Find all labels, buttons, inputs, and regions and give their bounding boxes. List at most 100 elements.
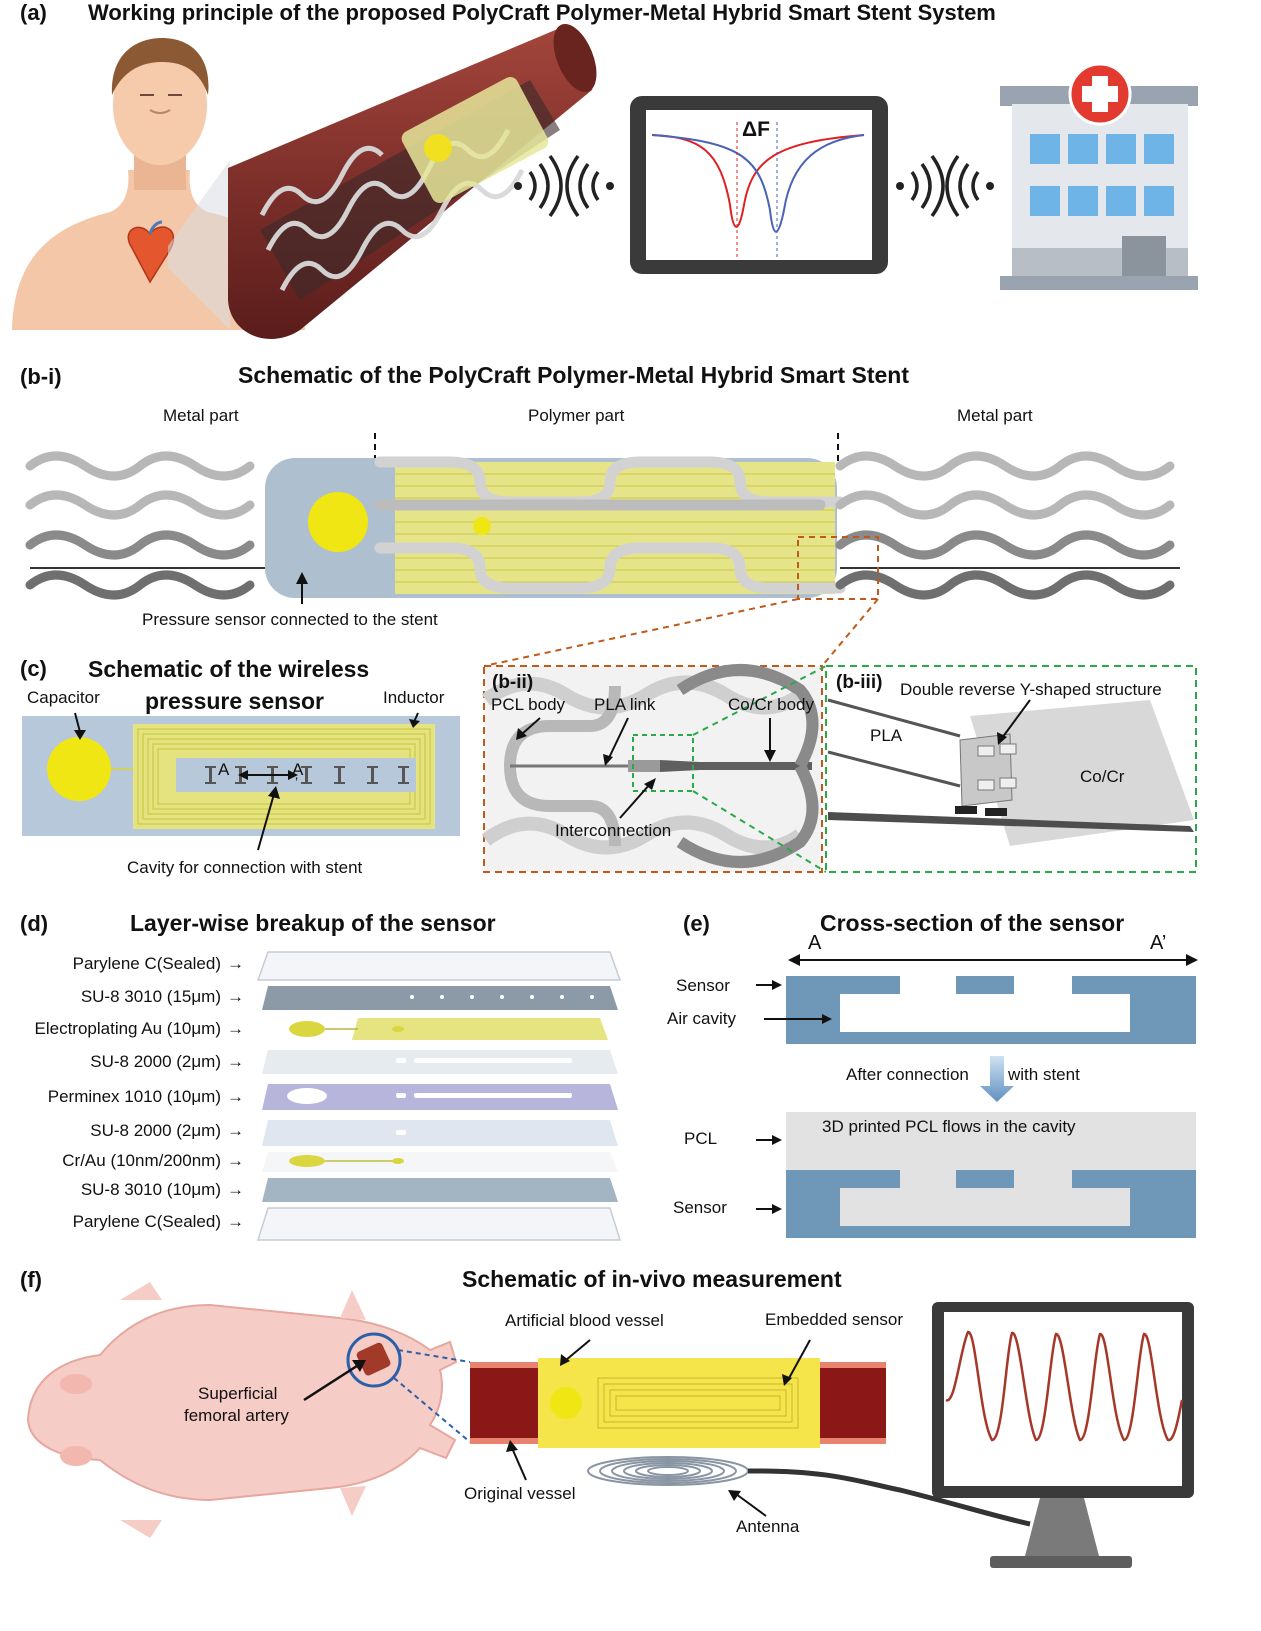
stent-metal-right	[835, 451, 1175, 600]
layer-label-7: Cr/Au (10nm/200nm)	[62, 1151, 221, 1170]
delta-f-label: ΔF	[742, 118, 770, 141]
layer-label-6: SU-8 2000 (2μm)	[90, 1121, 221, 1140]
after-connection-label: After connection	[846, 1065, 969, 1084]
panel-biii-tag: (b-iii)	[836, 672, 883, 693]
section-a-label: A	[218, 760, 230, 779]
panel-c-tag: (c)	[20, 656, 47, 681]
inductor-label: Inductor	[383, 688, 445, 707]
biii-closeup	[827, 698, 1194, 846]
blood-vessel-with-stent	[228, 23, 597, 339]
layer-arrow-5: →	[227, 1087, 244, 1106]
cocr-body-label: Co/Cr body	[728, 695, 814, 714]
metal-part-left-label: Metal part	[163, 406, 239, 425]
layer-arrow-1: →	[227, 954, 244, 973]
biii-arrow	[1001, 699, 1031, 739]
resonance-curves	[651, 122, 865, 258]
zoom-box-bii	[797, 536, 879, 600]
section-a-left: A	[808, 932, 822, 954]
panel-e-tag: (e)	[683, 911, 710, 936]
antenna-label: Antenna	[736, 1517, 800, 1536]
layer-arrow-9: →	[227, 1212, 244, 1231]
wireless-signal-icon-left	[514, 154, 614, 218]
layer-label-4: SU-8 2000 (2μm)	[90, 1052, 221, 1071]
coil-antenna	[587, 1456, 749, 1486]
layer-arrow-8: →	[227, 1180, 244, 1199]
stent-metal-left	[25, 451, 255, 600]
layer-arrow-6: →	[227, 1121, 244, 1140]
sensor-bottom-label: Sensor	[673, 1198, 727, 1217]
panel-f-title: Schematic of in-vivo measurement	[462, 1266, 842, 1292]
double-y-structure-label: Double reverse Y-shaped structure	[900, 680, 1162, 699]
zoom-beam	[168, 160, 230, 330]
stent-polymer-struts	[374, 456, 846, 594]
artery-label-line2: femoral artery	[184, 1406, 289, 1425]
bii-arrows	[516, 717, 776, 819]
biii-arrowhead	[997, 732, 1007, 745]
pcl-label: PCL	[684, 1129, 718, 1148]
pcl-flow-label: 3D printed PCL flows in the cavity	[822, 1117, 1076, 1136]
artery-highlight-circle	[346, 1332, 402, 1388]
pla-label: PLA	[870, 726, 903, 745]
vessel-with-sensor	[470, 1358, 886, 1448]
layer-label-1: Parylene C(Sealed)	[72, 954, 221, 973]
cavity-label: Cavity for connection with stent	[127, 858, 363, 877]
artificial-vessel-label: Artificial blood vessel	[505, 1311, 664, 1330]
zoom-line-top	[692, 665, 827, 736]
zoom-line-f-bottom	[393, 1377, 471, 1443]
panel-a-title: Working principle of the proposed PolyCr…	[88, 0, 996, 25]
layer-arrow-2: →	[227, 987, 244, 1006]
zoom-line-left	[483, 598, 799, 667]
section-a-prime-mark: ’	[295, 774, 299, 790]
zoom-line-right	[821, 598, 879, 667]
panel-c-title-line1: Schematic of the wireless	[88, 656, 370, 682]
panel-d-tag: (d)	[20, 911, 49, 936]
panel-c-title-line2: pressure sensor	[145, 688, 324, 714]
artery-segment	[356, 1342, 391, 1376]
original-vessel-label: Original vessel	[464, 1484, 576, 1503]
panel-bi-tag: (b-i)	[20, 364, 62, 389]
panel-bii-tag: (b-ii)	[492, 672, 534, 693]
down-arrow	[980, 1056, 1014, 1102]
embedded-sensor-label: Embedded sensor	[765, 1310, 903, 1329]
pressure-waveform	[945, 1330, 1184, 1442]
layer-label-8: SU-8 3010 (10μm)	[80, 1180, 221, 1199]
interconnection-label: Interconnection	[555, 821, 672, 840]
metal-part-right-label: Metal part	[957, 406, 1033, 425]
air-cavity-label: Air cavity	[667, 1009, 736, 1028]
layer-label-5: Perminex 1010 (10μm)	[47, 1087, 221, 1106]
artery-arrow	[303, 1362, 361, 1402]
antenna-cable	[747, 1468, 1031, 1527]
cross-section-top	[786, 954, 1198, 1044]
panel-e-title: Cross-section of the sensor	[820, 910, 1125, 936]
zoom-box-biii	[632, 734, 694, 792]
desktop-monitor	[932, 1302, 1194, 1568]
pressure-sensor-label: Pressure sensor connected to the stent	[142, 610, 438, 629]
layer-arrow-7: →	[227, 1151, 244, 1170]
sensor-c-arrows	[74, 712, 420, 851]
bii-closeup	[481, 664, 819, 868]
pcl-body-label: PCL body	[491, 695, 566, 714]
capacitor-label: Capacitor	[27, 688, 100, 707]
panel-f-tag: (f)	[20, 1267, 42, 1292]
section-a-right: A’	[1150, 932, 1167, 954]
panel-bi-title: Schematic of the PolyCraft Polymer-Metal…	[238, 362, 909, 388]
layer-stack	[256, 951, 622, 1241]
zoom-line-bottom	[692, 790, 827, 873]
wireless-signal-icon-right	[896, 154, 994, 218]
with-stent-label: with stent	[1008, 1065, 1080, 1084]
polymer-part-label: Polymer part	[528, 406, 625, 425]
sensor-top-label: Sensor	[676, 976, 730, 995]
panel-a-tag: (a)	[20, 0, 47, 25]
hospital-building-icon	[1000, 62, 1198, 290]
layer-label-3: Electroplating Au (10μm)	[34, 1019, 222, 1038]
artery-label-line1: Superficial	[198, 1384, 278, 1403]
layer-label-9: Parylene C(Sealed)	[72, 1212, 221, 1231]
panel-d-title: Layer-wise breakup of the sensor	[130, 910, 496, 936]
layer-arrow-3: →	[227, 1019, 244, 1038]
cross-section-bottom	[786, 1112, 1196, 1238]
section-a-prime-label: A	[292, 760, 304, 779]
polymer-stent-body	[265, 458, 837, 598]
zoom-line-f-top	[397, 1349, 471, 1363]
pla-link-label: PLA link	[594, 695, 656, 714]
